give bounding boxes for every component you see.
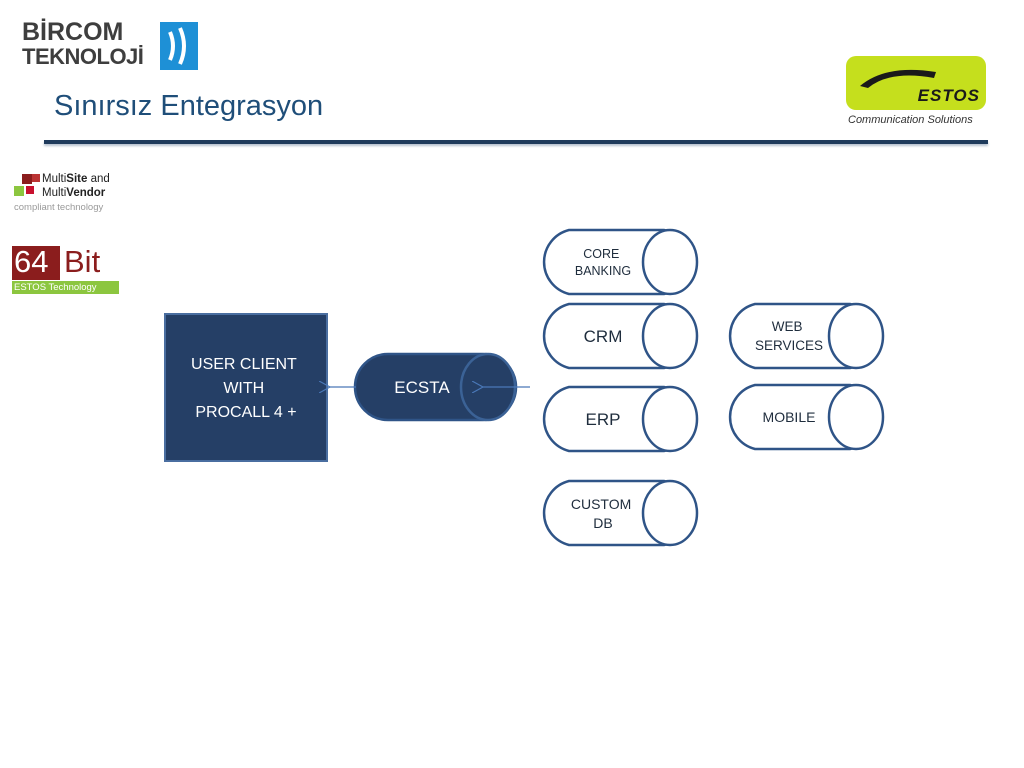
logo-square	[32, 174, 40, 182]
multisite-line1: MultiSite and	[42, 173, 110, 185]
64bit-tagline: ESTOS Technology	[14, 282, 97, 293]
64bit-red-block	[12, 246, 60, 280]
logo-square	[14, 186, 24, 196]
64bit-word: Bit	[64, 244, 101, 279]
mobile-label: MOBILE	[763, 409, 816, 425]
ecsta-cylinder: ECSTA	[353, 352, 518, 422]
user-client-label: USER CLIENT WITH PROCALL 4 +	[191, 356, 301, 421]
estos-logo: ESTOS Communication Solutions	[846, 56, 988, 130]
web-services-label: WEB SERVICES	[755, 319, 823, 353]
erp-label: ERP	[586, 410, 621, 429]
logo-square	[22, 174, 32, 184]
signal-waves-icon	[160, 22, 198, 70]
erp-cylinder: ERP	[542, 385, 699, 453]
ecsta-label: ECSTA	[394, 378, 450, 397]
slide-title: Sınırsız Entegrasyon	[54, 90, 324, 122]
estos-wordmark: ESTOS	[917, 86, 980, 105]
64bit-logo: 64 Bit ESTOS Technology	[12, 244, 120, 294]
custom-db-cylinder: CUSTOM DB	[542, 479, 699, 547]
logo-square	[26, 186, 34, 194]
mobile-cylinder: MOBILE	[728, 383, 885, 451]
bircom-logo-line2: TEKNOLOJİ	[22, 44, 144, 69]
multisite-line3: compliant technology	[14, 202, 104, 213]
core-banking-label: CORE BANKING	[575, 247, 631, 278]
bircom-logo: BİRCOM TEKNOLOJİ	[22, 20, 202, 72]
bircom-logo-line1: BİRCOM	[22, 18, 124, 46]
core-banking-cylinder: CORE BANKING	[542, 228, 699, 296]
multisite-line2: MultiVendor	[42, 187, 106, 199]
title-divider	[44, 140, 988, 144]
crm-cylinder: CRM	[542, 302, 699, 370]
user-client-box	[164, 313, 328, 462]
64bit-green-band	[12, 281, 119, 294]
crm-label: CRM	[584, 327, 623, 346]
estos-swoosh-icon	[860, 69, 936, 88]
custom-db-label: CUSTOM DB	[571, 496, 635, 531]
64bit-number: 64	[14, 244, 49, 279]
web-services-cylinder: WEB SERVICES	[728, 302, 885, 370]
estos-tagline: Communication Solutions	[848, 114, 973, 126]
multisite-multivendor-logo: MultiSite and MultiVendor compliant tech…	[14, 172, 126, 216]
